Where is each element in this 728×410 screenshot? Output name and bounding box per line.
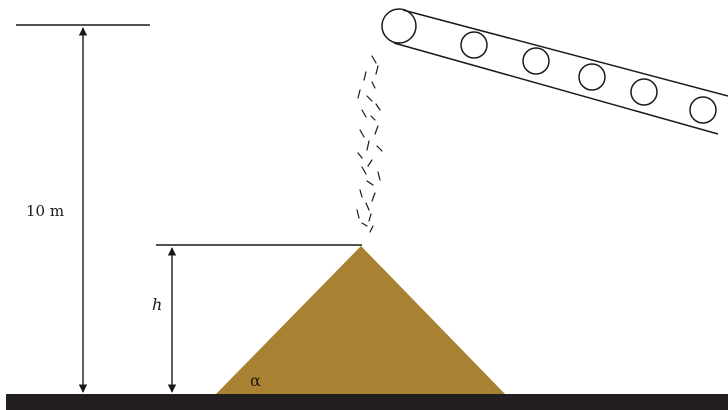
conveyor-roller-icon [522, 47, 550, 75]
conveyor-roller-icon [689, 96, 717, 124]
ground-slab [6, 394, 728, 410]
height-total-label-bg [20, 198, 80, 222]
sand-pile [216, 246, 505, 394]
conveyor-belt [381, 8, 728, 135]
conveyor-roller-icon [630, 78, 658, 106]
height-total-label: 10 m [26, 202, 64, 220]
height-pile-label: h [152, 295, 162, 314]
angle-label: α [250, 371, 261, 390]
conveyor-roller-icon [578, 63, 606, 91]
falling-sand-particles [356, 55, 383, 233]
conveyor-roller-icon [381, 8, 417, 44]
conveyor-roller-icon [460, 31, 488, 59]
